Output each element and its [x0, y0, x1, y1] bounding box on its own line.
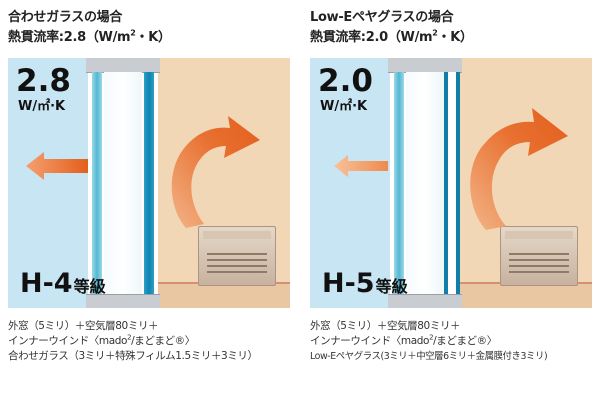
window-cross-section — [310, 58, 592, 308]
description-line-3: Low-Eペヤグラス(3ミリ＋中空層6ミリ＋金属膜付き3ミリ) — [310, 351, 548, 362]
outer-glass-pane — [92, 72, 102, 294]
panel-title: Low-Eペヤグラスの場合 — [310, 10, 454, 25]
heat-arrows — [26, 116, 260, 228]
panel-title: 合わせガラスの場合 — [8, 10, 123, 25]
air-gap — [406, 72, 444, 294]
heat-transmittance-value: 2.8 — [16, 63, 71, 99]
air-gap — [104, 72, 142, 294]
inner-glass-pane — [144, 72, 154, 294]
heater-icon — [500, 226, 578, 286]
description-line-1: 外窓（5ミリ）＋空気層80ミリ＋ — [310, 320, 461, 332]
heat-loss-arrow-icon — [334, 155, 388, 177]
description-line-3: 合わせガラス（3ミリ＋特殊フィルム1.5ミリ＋3ミリ） — [8, 350, 258, 362]
panel-low-e-glass: Low-Eペヤグラスの場合 熱貫流率:2.0（W/m2・K） — [310, 0, 592, 395]
heat-transmittance-label: 熱貫流率:2.8（W/m2・K） — [8, 28, 171, 45]
description-line-2: インナーウインド〈mado2/まどまど®〉 — [8, 333, 195, 348]
grade-label: H-5等級 — [322, 268, 408, 299]
heater-icon — [198, 226, 276, 286]
heat-loss-arrow-icon — [26, 152, 88, 180]
window-frame-bottom — [86, 294, 160, 308]
description-line-2: インナーウインド〈mado2/まどまど®〉 — [310, 333, 497, 348]
heat-transmittance-unit: W/㎡·K — [320, 99, 368, 114]
window-frame-bottom — [388, 294, 462, 308]
exterior-area — [8, 58, 88, 308]
window-cross-section — [8, 58, 290, 308]
panel-laminated-glass: 合わせガラスの場合 熱貫流率:2.8（W/m2・K） — [8, 0, 290, 395]
description-line-1: 外窓（5ミリ）＋空気層80ミリ＋ — [8, 320, 159, 332]
floor — [460, 284, 592, 308]
heat-arrows — [334, 108, 568, 230]
heat-transmittance-label: 熱貫流率:2.0（W/m2・K） — [310, 28, 473, 45]
heat-transmittance-unit: W/㎡·K — [18, 99, 66, 114]
floor — [158, 284, 290, 308]
heat-circulation-arrow-icon — [470, 108, 568, 230]
heat-circulation-arrow-icon — [171, 116, 260, 228]
low-e-pair-glass-pane — [444, 72, 460, 294]
grade-label: H-4等級 — [20, 268, 106, 299]
heat-transmittance-value: 2.0 — [318, 63, 373, 99]
outer-glass-pane — [394, 72, 404, 294]
exterior-area — [310, 58, 390, 308]
